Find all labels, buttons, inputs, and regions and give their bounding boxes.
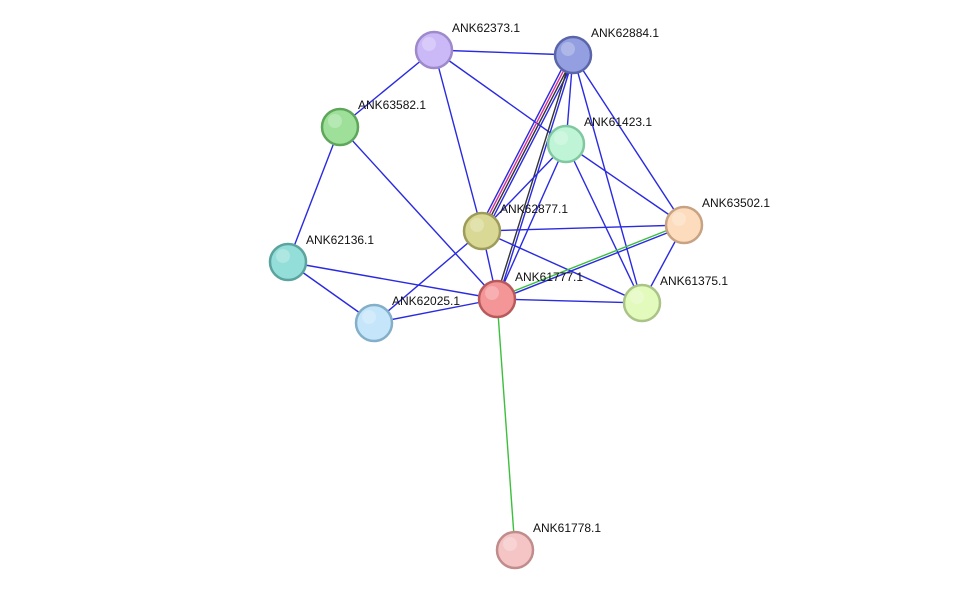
- edge-ank62877-1-ank62025-1: [373, 230, 483, 324]
- node-ank61423-1[interactable]: ANK61423.1: [546, 115, 652, 164]
- node-highlight: [554, 131, 568, 145]
- node-ank61778-1[interactable]: ANK61778.1: [495, 521, 601, 570]
- node-label: ANK62373.1: [452, 21, 520, 35]
- node-ank63502-1[interactable]: ANK63502.1: [664, 196, 770, 245]
- edges-layer: [287, 49, 685, 551]
- edge-ank62884-1-ank62877-1: [484, 56, 577, 233]
- edge-ank63582-1-ank62136-1: [287, 126, 341, 263]
- edge-ank62136-1-ank61777-1: [287, 261, 498, 300]
- node-ank61777-1[interactable]: ANK61777.1: [477, 270, 583, 319]
- node-label: ANK62884.1: [591, 26, 659, 40]
- edge-ank61423-1-ank61777-1: [496, 143, 567, 300]
- node-label: ANK61375.1: [660, 274, 728, 288]
- node-ank62136-1[interactable]: ANK62136.1: [268, 233, 374, 282]
- node-highlight: [362, 310, 376, 324]
- edge-ank62373-1-ank63582-1: [339, 49, 435, 128]
- node-highlight: [503, 537, 517, 551]
- edge-ank61777-1-ank62025-1: [373, 298, 498, 324]
- node-highlight: [630, 290, 644, 304]
- node-label: ANK62025.1: [392, 294, 460, 308]
- nodes-layer: ANK62373.1 ANK62884.1ANK63582.1ANK61423.1…: [268, 21, 770, 570]
- edge-ank62884-1-ank61777-1: [497, 55, 575, 300]
- edge-ank62884-1-ank62877-1: [478, 53, 571, 230]
- node-highlight: [485, 286, 499, 300]
- edge-ank62884-1-ank63502-1: [572, 54, 685, 226]
- edge-ank61777-1-ank61375-1: [496, 298, 643, 304]
- node-highlight: [328, 114, 342, 128]
- node-label: ANK62136.1: [306, 233, 374, 247]
- node-circle[interactable]: [268, 242, 308, 282]
- edge-ank61423-1-ank61375-1: [565, 143, 643, 304]
- node-highlight: [276, 249, 290, 263]
- node-circle[interactable]: [414, 30, 454, 70]
- node-circle[interactable]: [495, 530, 535, 570]
- edge-ank61423-1-ank63502-1: [565, 143, 685, 226]
- edge-ank62877-1-ank61375-1: [481, 230, 643, 304]
- edge-ank62884-1-ank62877-1: [480, 54, 573, 231]
- node-label: ANK62877.1: [500, 202, 568, 216]
- node-circle[interactable]: [553, 35, 593, 75]
- node-circle[interactable]: [664, 205, 704, 245]
- node-highlight: [422, 37, 436, 51]
- node-ank62884-1[interactable]: ANK62884.1: [553, 26, 659, 75]
- node-highlight: [470, 218, 484, 232]
- node-circle[interactable]: [320, 107, 360, 147]
- node-circle[interactable]: [546, 124, 586, 164]
- node-ank62025-1[interactable]: ANK62025.1: [354, 294, 460, 343]
- node-circle[interactable]: [462, 211, 502, 251]
- node-label: ANK61778.1: [533, 521, 601, 535]
- edge-ank62877-1-ank63502-1: [481, 224, 685, 232]
- edge-ank63502-1-ank61777-1: [496, 223, 684, 299]
- edge-ank62373-1-ank62877-1: [433, 49, 483, 232]
- node-ank61375-1[interactable]: ANK61375.1: [622, 274, 728, 323]
- node-label: ANK61423.1: [584, 115, 652, 129]
- edge-ank62373-1-ank62884-1: [433, 49, 574, 56]
- node-highlight: [561, 42, 575, 56]
- node-circle[interactable]: [354, 303, 394, 343]
- edge-ank62373-1-ank61423-1: [433, 49, 567, 145]
- node-label: ANK63582.1: [358, 98, 426, 112]
- edge-ank63502-1-ank61777-1: [497, 225, 685, 301]
- node-label: ANK63502.1: [702, 196, 770, 210]
- node-ank62373-1[interactable]: ANK62373.1: [414, 21, 520, 70]
- edge-ank62884-1-ank62877-1: [482, 55, 575, 232]
- edge-ank63582-1-ank61777-1: [339, 126, 498, 300]
- node-circle[interactable]: [622, 283, 662, 323]
- node-label: ANK61777.1: [515, 270, 583, 284]
- node-ank63582-1[interactable]: ANK63582.1: [320, 98, 426, 147]
- edge-ank61777-1-ank61778-1: [496, 298, 516, 551]
- node-ank62877-1[interactable]: ANK62877.1: [462, 202, 568, 251]
- edge-ank62884-1-ank61375-1: [572, 54, 643, 304]
- node-circle[interactable]: [477, 279, 517, 319]
- edge-ank61423-1-ank62877-1: [481, 143, 567, 232]
- node-highlight: [672, 212, 686, 226]
